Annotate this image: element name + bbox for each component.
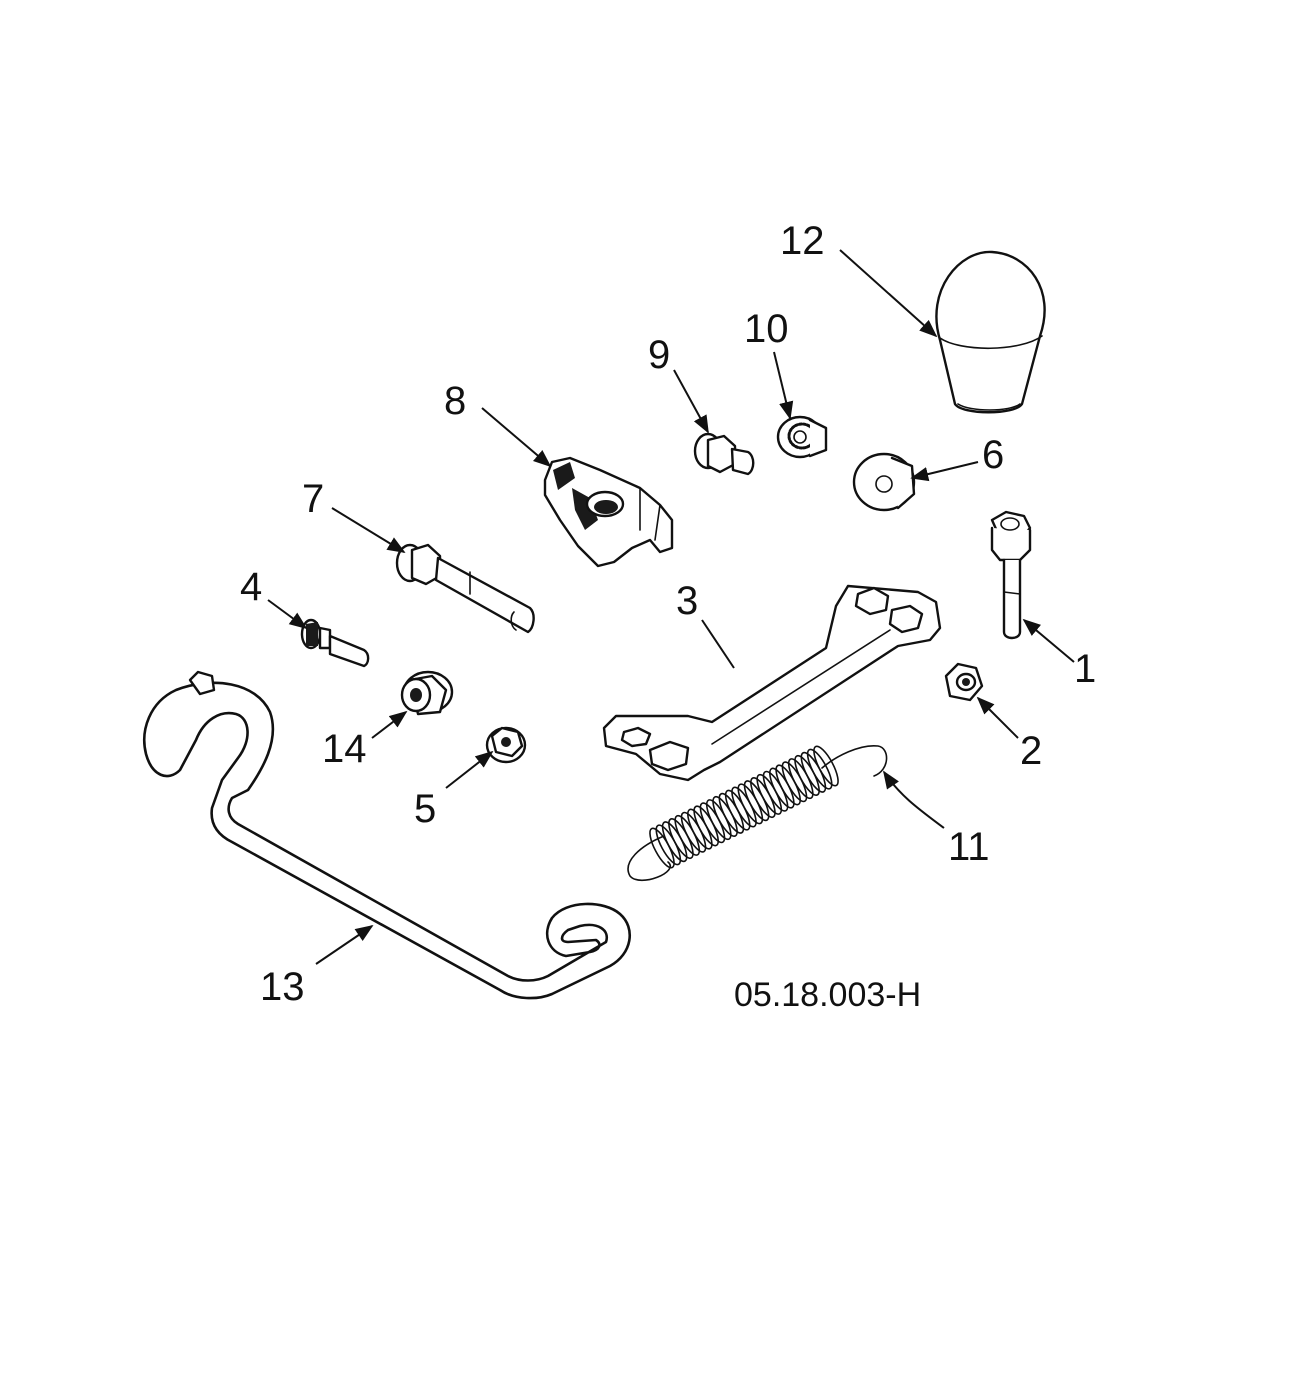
leader-lines xyxy=(267,249,1075,965)
part-6-flange-nut xyxy=(852,452,916,512)
callout-5: 5 xyxy=(414,787,436,831)
spring-coil xyxy=(806,748,833,790)
callout-labels: 12 10 9 8 6 7 4 3 1 14 2 5 11 13 xyxy=(240,219,1096,1009)
leader-7 xyxy=(331,507,406,553)
callout-1: 1 xyxy=(1074,647,1096,691)
leader-1 xyxy=(1022,618,1075,663)
callout-7: 7 xyxy=(302,477,324,521)
callout-12: 12 xyxy=(780,219,825,263)
part-5-hex-nut xyxy=(485,726,527,764)
callout-14: 14 xyxy=(322,727,367,771)
part-14-bushing xyxy=(400,670,454,716)
spring-coil xyxy=(813,745,839,787)
part-8-bracket xyxy=(543,456,674,568)
leader-10 xyxy=(773,351,794,420)
callout-8: 8 xyxy=(444,379,466,423)
part-12-knob xyxy=(935,250,1046,414)
leader-12 xyxy=(839,249,938,338)
leader-3 xyxy=(701,619,735,669)
part-2-lock-nut xyxy=(944,662,984,702)
leader-6 xyxy=(910,461,979,482)
callout-4: 4 xyxy=(240,565,262,609)
part-4-stud-bolt xyxy=(300,618,370,668)
leader-11 xyxy=(883,770,945,829)
part-13-rod xyxy=(143,670,631,1000)
spring-coils xyxy=(649,745,839,869)
callout-13: 13 xyxy=(260,965,305,1009)
part-10-serrated-nut xyxy=(776,415,828,459)
callout-9: 9 xyxy=(648,333,670,377)
callout-2: 2 xyxy=(1020,729,1042,773)
leader-13 xyxy=(315,924,374,965)
part-9-shoulder-bolt xyxy=(693,432,755,476)
leader-2 xyxy=(976,696,1019,739)
callout-3: 3 xyxy=(676,579,698,623)
leader-8 xyxy=(481,407,552,468)
leader-4 xyxy=(267,599,308,630)
callout-11: 11 xyxy=(948,825,990,869)
part-11-spring xyxy=(627,745,888,882)
leader-5 xyxy=(445,750,494,789)
drawing-code: 05.18.003-H xyxy=(734,976,921,1014)
callout-6: 6 xyxy=(982,433,1004,477)
part-3-wrench-plate xyxy=(602,584,942,782)
part-1-bolt xyxy=(990,510,1032,640)
callout-10: 10 xyxy=(744,307,789,351)
part-7-shoulder-bolt xyxy=(395,543,535,634)
leader-14 xyxy=(371,710,408,739)
leader-9 xyxy=(673,369,709,434)
